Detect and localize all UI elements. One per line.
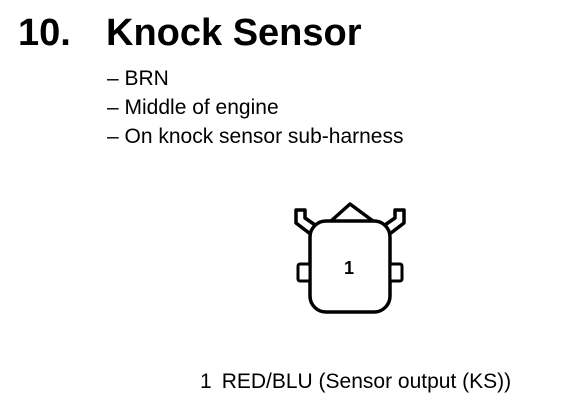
connector-diagram: 1: [294, 202, 406, 314]
pin-legend-description: RED/BLU (Sensor output (KS)): [221, 370, 512, 393]
connector-notes: – BRN – Middle of engine – On knock sens…: [107, 64, 403, 151]
pin-legend-row: 1 RED/BLU (Sensor output (KS)): [200, 368, 511, 396]
note-location: – Middle of engine: [107, 96, 279, 119]
section-title: Knock Sensor: [106, 12, 362, 54]
right-side-tab: [388, 262, 404, 283]
left-lock-hook: [294, 208, 320, 238]
note-harness: – On knock sensor sub-harness: [107, 125, 404, 148]
pin-legend-number: 1: [200, 370, 212, 393]
note-color: – BRN: [107, 67, 169, 90]
pin-1-label: 1: [344, 258, 354, 278]
left-side-tab: [296, 262, 312, 283]
connector-key-tab: [329, 202, 375, 223]
right-lock-hook: [380, 208, 406, 238]
section-number: 10.: [18, 12, 71, 54]
